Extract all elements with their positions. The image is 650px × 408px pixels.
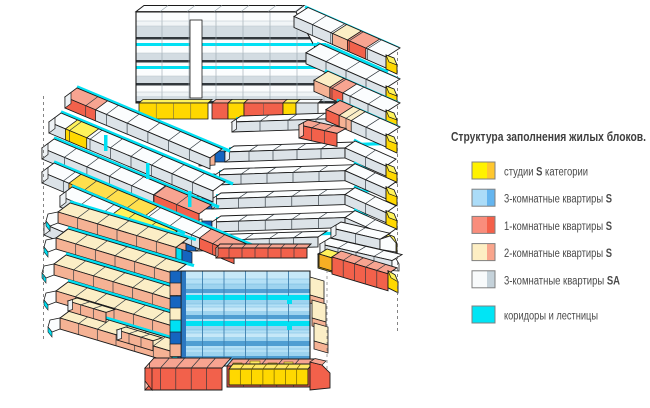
svg-text:студии S категории: студии S категории bbox=[504, 167, 588, 179]
svg-text:3-комнатные квартиры S: 3-комнатные квартиры S bbox=[504, 194, 612, 206]
svg-text:1-комнатные квартиры S: 1-комнатные квартиры S bbox=[504, 221, 612, 233]
svg-text:2-комнатные квартиры S: 2-комнатные квартиры S bbox=[504, 248, 612, 260]
svg-text:Структура заполнения жилых бло: Структура заполнения жилых блоков. bbox=[451, 130, 646, 144]
svg-text:3-комнатные квартиры SA: 3-комнатные квартиры SA bbox=[504, 275, 620, 287]
svg-text:коридоры и лестницы: коридоры и лестницы bbox=[504, 311, 598, 323]
